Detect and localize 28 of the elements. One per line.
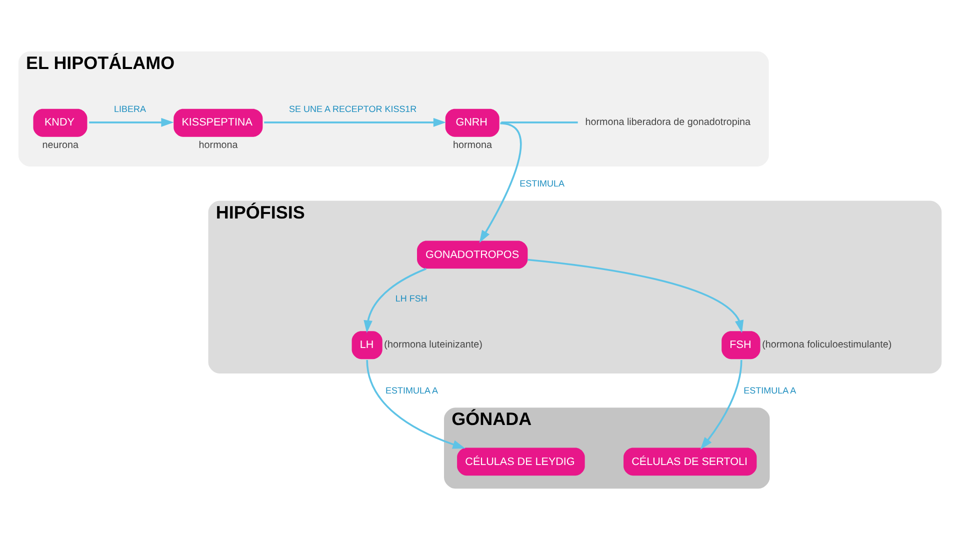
node-box: FSH [722,331,760,360]
arrow [264,118,446,127]
node-label: (hormona luteinizante) [384,340,482,351]
node-label: hormona [453,140,492,151]
node-box: CÉLULAS DE LEYDIG [457,448,585,476]
edge-label: SE UNE A RECEPTOR KISS1R [289,104,417,114]
node-label: (hormona foliculoestimulante) [762,340,892,351]
edge-label: LH FSH [395,293,428,304]
node-label: neurona [42,140,78,151]
arrow [479,122,522,243]
node-box: KNDY [33,108,88,137]
connector [501,122,578,124]
arrow [89,118,174,127]
node-box: GNRH [445,108,500,137]
node-box: GONADOTROPOS [417,240,528,269]
node-box: CÉLULAS DE SERTOLI [624,448,757,476]
edge-label: LIBERA [114,104,146,114]
arrow [366,360,466,449]
edge-label: ESTIMULA A [386,385,438,396]
arrow [528,258,744,333]
node-box: KISSPEPTINA [174,108,263,137]
node-text: hormona liberadora de gonadotropina [585,116,751,128]
edge-label: ESTIMULA A [744,385,796,396]
node-box: LH [352,331,382,360]
edge-label: ESTIMULA [520,178,565,188]
arrow [700,360,742,450]
arrow [364,268,427,333]
node-label: hormona [198,140,238,151]
